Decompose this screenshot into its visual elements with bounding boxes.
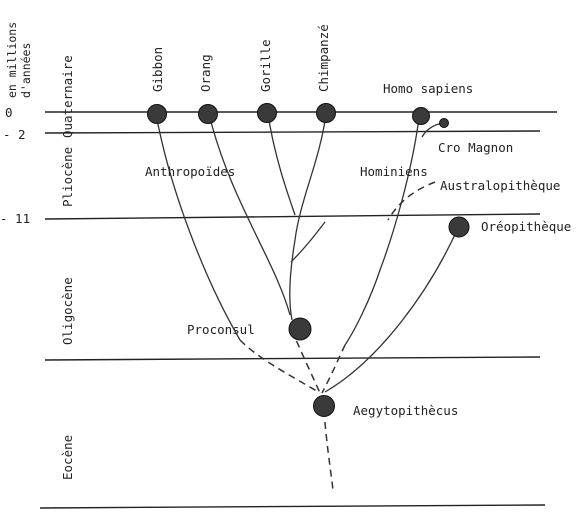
label-homo-sapiens: Homo sapiens [383, 81, 473, 96]
dashed-australopitheque [387, 181, 436, 221]
label-oreopitheque: Oréopithèque [481, 219, 571, 234]
epoch-oligocene: Oligocène [60, 277, 75, 345]
branch-chimpanze [289, 113, 327, 321]
boundary-line-bottom [39, 504, 546, 509]
epoch-quaternaire: Quaternaire [60, 55, 75, 138]
branch-oreopitheque [324, 227, 459, 393]
tick-0: 0 [5, 105, 13, 120]
label-cro-magnon: Cro Magnon [438, 140, 513, 155]
node-proconsul [288, 317, 312, 341]
branch-orang [208, 113, 291, 316]
label-hominiens: Hominiens [360, 164, 428, 179]
dashed-gibbon-root [239, 339, 321, 394]
boundary-line-oligocene [44, 356, 541, 361]
label-aegytopithecus: Aegytopithècus [353, 403, 458, 418]
branch-gorille [267, 113, 296, 216]
label-anthropoides: Anthropoïdes [145, 164, 235, 179]
node-orang [198, 104, 218, 124]
taxon-orang: Orang [198, 54, 213, 92]
taxon-gibbon: Gibbon [150, 47, 165, 92]
epoch-pliocene: Pliocène [60, 147, 75, 207]
branch-side-twig [290, 221, 326, 263]
taxon-chimpanze: Chimpanzé [316, 24, 331, 92]
dashed-trunk [323, 409, 334, 491]
label-australopitheque: Australopithèque [440, 178, 560, 193]
branch-gibbon [155, 113, 241, 341]
tick-minus-11: - 11 [0, 211, 30, 226]
node-chimpanze [316, 103, 336, 123]
axis-title-line2: d'années [19, 43, 33, 98]
label-proconsul: Proconsul [187, 322, 255, 337]
node-oreopitheque [448, 216, 470, 238]
taxon-gorille: Gorille [258, 39, 273, 92]
tick-minus-2: - 2 [3, 127, 26, 142]
branch-homo [344, 117, 420, 346]
axis-title-line1: en millions [5, 22, 19, 98]
node-cro-magnon [439, 118, 449, 128]
boundary-line-11 [44, 213, 541, 220]
boundary-line-2 [44, 130, 541, 134]
node-homo-sapiens [412, 107, 430, 125]
node-gorille [257, 103, 277, 123]
epoch-eocene: Eocène [60, 435, 75, 480]
node-gibbon [147, 104, 167, 124]
node-aegytopithecus [313, 395, 335, 417]
dashed-homo-root [321, 344, 346, 394]
